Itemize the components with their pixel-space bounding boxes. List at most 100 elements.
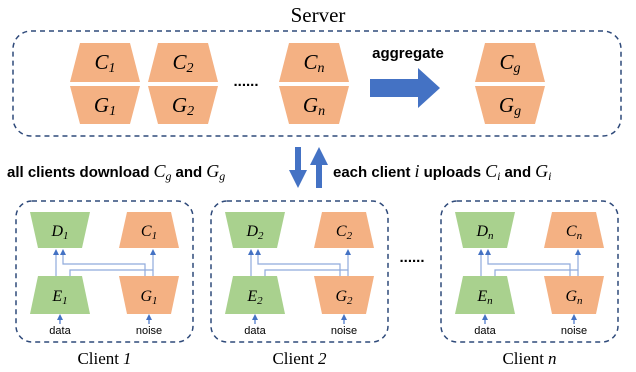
- discriminator-symbol: D: [475, 223, 488, 240]
- c2-subscript: 2: [187, 61, 194, 76]
- data-label: data: [474, 325, 496, 337]
- generator-g2-shape: [148, 86, 218, 124]
- client-box: [15, 200, 194, 343]
- generator-gn-shape: [279, 86, 349, 124]
- cn-symbol: C: [303, 50, 318, 74]
- generator-shape: [119, 276, 179, 314]
- g1-subscript: 1: [109, 104, 116, 119]
- upload-g-symbol: G: [535, 161, 548, 181]
- upload-c-symbol: C: [485, 161, 498, 181]
- discriminator-subscript: 2: [258, 230, 264, 242]
- generator-gg-shape: [475, 86, 545, 124]
- classifier-c2-shape: [148, 43, 218, 82]
- svg-text:C2: C2: [172, 50, 193, 76]
- noise-label: noise: [561, 325, 587, 337]
- svg-text:G1: G1: [94, 93, 116, 119]
- data-label: data: [49, 325, 71, 337]
- classifier-symbol: C: [141, 223, 152, 240]
- server-title: Server: [291, 3, 346, 27]
- gg-subscript: g: [514, 104, 521, 119]
- client-caption-text: Client: [272, 349, 314, 368]
- upload-c-subscript: i: [497, 169, 500, 183]
- generator-label: G2: [335, 288, 353, 307]
- svg-text:Gn: Gn: [303, 93, 325, 119]
- classifier-shape: [119, 212, 179, 248]
- client-box: [440, 200, 619, 343]
- classifier-symbol: C: [566, 223, 577, 240]
- client-caption-text: Client: [77, 349, 119, 368]
- encoder-symbol: E: [476, 288, 487, 305]
- discriminator-shape: [30, 212, 90, 248]
- download-and: and: [176, 164, 203, 181]
- classifier-cg-shape: [475, 43, 545, 82]
- discriminator-subscript: n: [488, 230, 494, 242]
- upload-caption: each client i uploads Ci and Gi: [333, 161, 551, 184]
- client-caption-index: 1: [123, 349, 132, 368]
- generator-symbol: G: [335, 288, 347, 305]
- connector-e-to-c: [494, 249, 581, 276]
- generator-subscript: n: [577, 295, 583, 307]
- discriminator-subscript: 1: [63, 230, 69, 242]
- g2-subscript: 2: [187, 104, 194, 119]
- client-caption-index: n: [548, 349, 557, 368]
- generator-label: Gn: [565, 288, 583, 307]
- classifier-subscript: 2: [347, 230, 353, 242]
- generator-subscript: 2: [347, 295, 353, 307]
- encoder-label: E2: [246, 288, 263, 307]
- upload-i-symbol: i: [415, 161, 420, 181]
- download-c-symbol: C: [154, 161, 167, 181]
- gg-symbol: G: [499, 93, 514, 117]
- cg-symbol: C: [499, 50, 514, 74]
- client-caption-text: Client: [502, 349, 544, 368]
- svg-text:C1: C1: [94, 50, 115, 76]
- generator-g1-shape: [70, 86, 140, 124]
- upload-g-subscript: i: [548, 169, 551, 183]
- gn-symbol: G: [303, 93, 318, 117]
- connector-g-to-d: [485, 249, 571, 276]
- generator-shape: [314, 276, 374, 314]
- encoder-subscript: 2: [257, 295, 263, 307]
- discriminator-symbol: D: [50, 223, 63, 240]
- connector-g-to-d: [60, 249, 146, 276]
- generator-label: G1: [140, 288, 157, 307]
- cg-subscript: g: [514, 61, 521, 76]
- classifier-label: Cn: [566, 223, 583, 242]
- download-text: all clients download: [7, 164, 150, 181]
- gn-subscript: n: [318, 104, 325, 119]
- classifier-subscript: 1: [152, 230, 158, 242]
- c1-subscript: 1: [109, 61, 116, 76]
- generator-symbol: G: [140, 288, 152, 305]
- c2-symbol: C: [172, 50, 187, 74]
- svg-text:Cg: Cg: [499, 50, 520, 76]
- classifier-shape: [544, 212, 604, 248]
- server-ellipsis: ......: [233, 73, 258, 90]
- encoder-shape: [225, 276, 285, 314]
- download-caption: all clients download Cg and Gg: [7, 161, 225, 184]
- svg-text:Cn: Cn: [303, 50, 324, 76]
- noise-label: noise: [331, 325, 357, 337]
- clients-ellipsis: ......: [399, 249, 424, 266]
- download-g-symbol: G: [206, 161, 219, 181]
- client-caption-index: 2: [318, 349, 327, 368]
- upload-text: each client: [333, 164, 411, 181]
- g1-symbol: G: [94, 93, 109, 117]
- server-pair-2: C2 G2: [148, 43, 218, 124]
- g2-symbol: G: [172, 93, 187, 117]
- discriminator-symbol: D: [245, 223, 258, 240]
- discriminator-label: D2: [245, 223, 264, 242]
- encoder-label: E1: [51, 288, 67, 307]
- server-global-pair: Cg Gg: [475, 43, 545, 124]
- server-pair-n: Cn Gn: [279, 43, 349, 124]
- data-label: data: [244, 325, 266, 337]
- encoder-label: En: [476, 288, 493, 307]
- server-box: [12, 30, 622, 137]
- download-g-subscript: g: [219, 169, 225, 183]
- encoder-symbol: E: [246, 288, 257, 305]
- connector-e-to-c: [69, 249, 156, 276]
